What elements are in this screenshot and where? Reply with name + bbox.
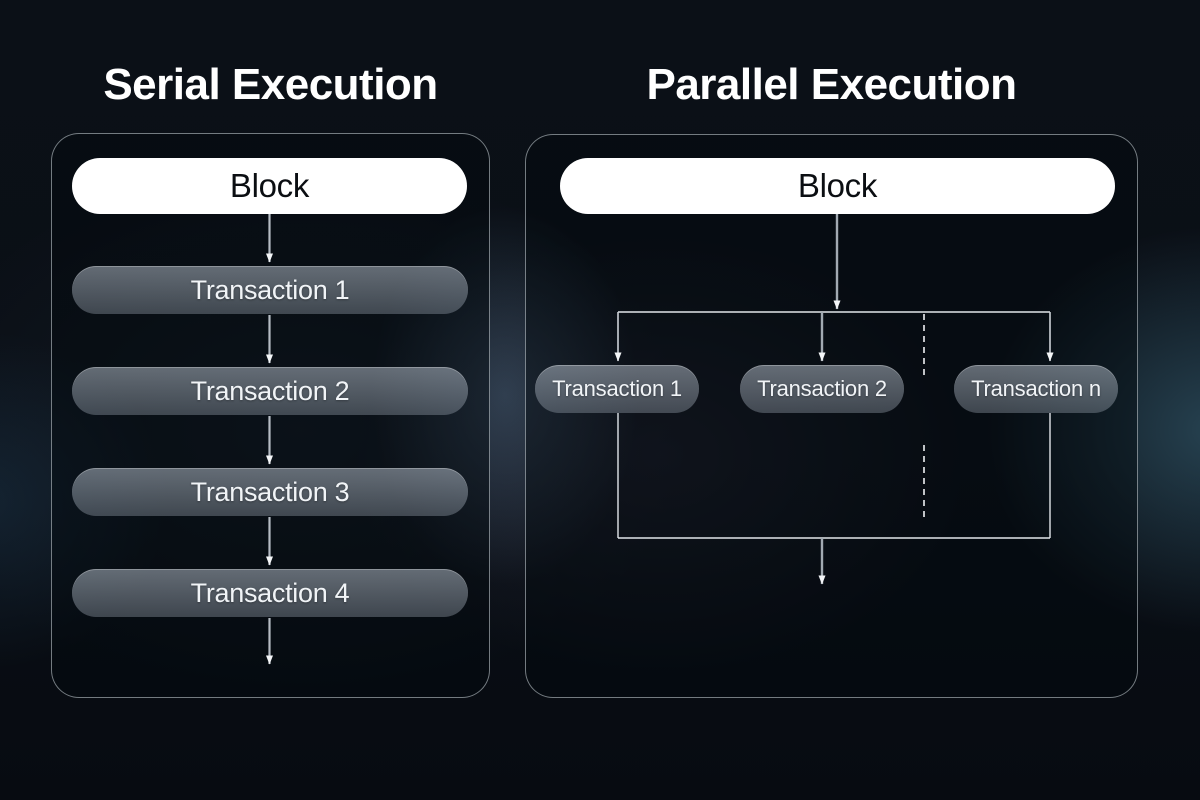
parallel-panel-container bbox=[525, 134, 1138, 698]
parallel-transaction-node-2: Transaction 2 bbox=[740, 365, 904, 413]
parallel-block-node: Block bbox=[560, 158, 1115, 214]
serial-transaction-node-1: Transaction 1 bbox=[72, 266, 468, 314]
serial-transaction-node-3: Transaction 3 bbox=[72, 468, 468, 516]
serial-transaction-node-4: Transaction 4 bbox=[72, 569, 468, 617]
parallel-transaction-node-1: Transaction 1 bbox=[535, 365, 699, 413]
serial-title: Serial Execution bbox=[103, 60, 438, 109]
parallel-transaction-node-n: Transaction n bbox=[954, 365, 1118, 413]
serial-block-node: Block bbox=[72, 158, 467, 214]
serial-transaction-node-2: Transaction 2 bbox=[72, 367, 468, 415]
parallel-title: Parallel Execution bbox=[646, 60, 1017, 109]
